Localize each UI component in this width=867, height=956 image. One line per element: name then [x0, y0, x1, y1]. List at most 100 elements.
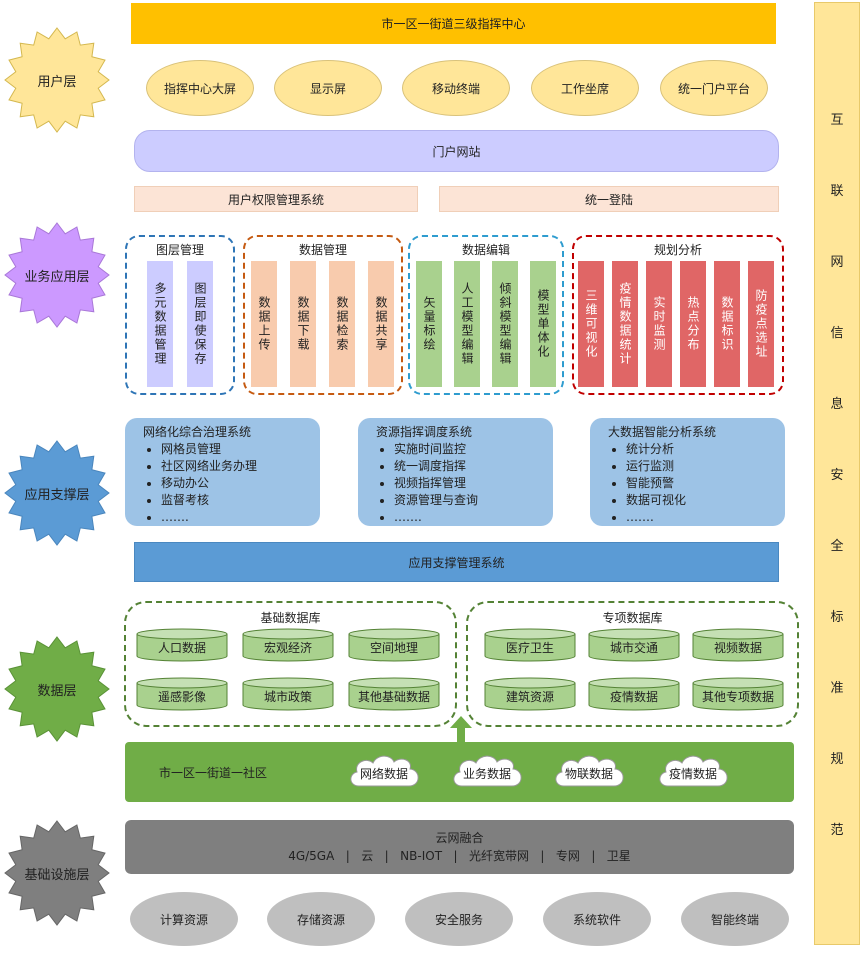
db-cylinder: 其他基础数据: [348, 677, 440, 711]
db-cylinder: 视频数据: [692, 628, 784, 662]
right-bar-char: 信: [830, 326, 844, 341]
cloud-network-data: 网络数据: [345, 752, 423, 794]
support-item: …….: [626, 509, 775, 526]
infra-title: 云网融合: [435, 831, 484, 845]
db-label: 宏观经济: [263, 641, 312, 655]
db-cylinder: 人口数据: [136, 628, 228, 662]
support-item: 数据可视化: [626, 492, 775, 509]
support-item: 网格员管理: [161, 441, 310, 458]
biz-item: 矢量标绘: [416, 261, 442, 387]
group-layer-mgmt: 图层管理 多元数据管理 图层即使保存: [125, 235, 235, 395]
support-item: 运行监测: [626, 458, 775, 475]
special-database-title: 专项数据库: [602, 611, 663, 625]
support-system-title: 资源指挥调度系统: [376, 425, 473, 439]
support-system-title: 网络化综合治理系统: [143, 425, 252, 439]
infra-layer-badge: 基础设施层: [4, 820, 110, 926]
terminal-mobile: 移动终端: [402, 60, 510, 116]
group-title: 图层管理: [155, 243, 204, 257]
db-label: 疫情数据: [609, 690, 658, 704]
right-bar-char: 全: [830, 539, 844, 554]
biz-item: 数据共享: [368, 261, 394, 387]
terminal-portal-platform: 统一门户平台: [660, 60, 768, 116]
biz-item: 热点分布: [680, 261, 706, 387]
support-item: 移动办公: [161, 475, 310, 492]
right-bar-char: 息: [830, 397, 844, 412]
group-data-mgmt: 数据管理 数据上传 数据下载 数据检索 数据共享: [243, 235, 403, 395]
resource-system-software: 系统软件: [543, 892, 651, 946]
cloud-epidemic-data: 疫情数据: [654, 752, 732, 794]
right-bar-char: 标: [830, 610, 844, 625]
db-cylinder: 疫情数据: [588, 677, 680, 711]
support-system-title: 大数据智能分析系统: [608, 425, 717, 439]
support-layer-label: 应用支撑层: [24, 487, 90, 503]
db-cylinder: 医疗卫生: [484, 628, 576, 662]
unified-login: 统一登陆: [439, 186, 779, 212]
command-center-title: 市一区一街道三级指挥中心: [131, 3, 776, 44]
user-layer-label: 用户层: [37, 74, 77, 90]
cloud-business-data: 业务数据: [448, 752, 526, 794]
business-layer-label: 业务应用层: [24, 269, 90, 285]
db-cylinder: 建筑资源: [484, 677, 576, 711]
infra-networks: 4G/5GA | 云 | NB-IOT | 光纤宽带网 | 专网 | 卫星: [288, 849, 631, 863]
biz-item: 图层即使保存: [187, 261, 213, 387]
data-layer-label: 数据层: [37, 683, 77, 699]
resource-storage: 存储资源: [267, 892, 375, 946]
support-item: …….: [394, 509, 543, 526]
support-item: 统计分析: [626, 441, 775, 458]
business-layer-badge: 业务应用层: [4, 222, 110, 328]
db-cylinder: 宏观经济: [242, 628, 334, 662]
security-standard-bar: 互 联 网 信 息 安 全 标 准 规 范: [814, 2, 860, 945]
community-label: 市一区一街道一社区: [159, 766, 268, 780]
auth-system: 用户权限管理系统: [134, 186, 418, 212]
infra-layer-label: 基础设施层: [24, 867, 90, 883]
support-item: 视频指挥管理: [394, 475, 543, 492]
portal-website: 门户网站: [134, 130, 779, 172]
special-database-group: 专项数据库: [466, 601, 799, 727]
db-label: 人口数据: [157, 641, 206, 655]
group-title: 数据编辑: [461, 243, 510, 257]
right-bar-char: 网: [830, 255, 844, 270]
biz-item: 实时监测: [646, 261, 672, 387]
biz-item: 数据下载: [290, 261, 316, 387]
support-system-bigdata: 大数据智能分析系统 统计分析 运行监测 智能预警 数据可视化 …….: [590, 418, 785, 526]
db-label: 建筑资源: [505, 690, 554, 704]
support-item: 统一调度指挥: [394, 458, 543, 475]
cloud-iot-data: 物联数据: [550, 752, 628, 794]
db-cylinder: 其他专项数据: [692, 677, 784, 711]
biz-item: 数据标识: [714, 261, 740, 387]
right-bar-char: 安: [830, 468, 844, 483]
support-item: 资源管理与查询: [394, 492, 543, 509]
group-planning-analysis: 规划分析 三维可视化 疫情数据统计 实时监测 热点分布 数据标识 防疫点选址: [572, 235, 784, 395]
db-label: 空间地理: [369, 641, 418, 655]
right-bar-char: 互: [830, 113, 844, 128]
db-label: 其他基础数据: [357, 690, 430, 704]
up-arrow-icon: [450, 716, 472, 744]
data-layer-badge: 数据层: [4, 636, 110, 742]
biz-item: 防疫点选址: [748, 261, 774, 387]
db-label: 医疗卫生: [505, 641, 554, 655]
biz-item: 模型单体化: [530, 261, 556, 387]
db-cylinder: 遥感影像: [136, 677, 228, 711]
db-label: 城市政策: [263, 690, 312, 704]
db-label: 城市交通: [609, 641, 658, 655]
biz-item: 倾斜模型编辑: [492, 261, 518, 387]
cloud-network-fusion: 云网融合 4G/5GA | 云 | NB-IOT | 光纤宽带网 | 专网 | …: [125, 820, 794, 874]
support-item: 社区网络业务办理: [161, 458, 310, 475]
group-title: 数据管理: [298, 243, 347, 257]
db-label: 视频数据: [713, 641, 762, 655]
terminal-display: 显示屏: [274, 60, 382, 116]
resource-smart-terminal: 智能终端: [681, 892, 789, 946]
right-bar-char: 规: [830, 752, 844, 767]
cloud-label: 物联数据: [564, 766, 613, 781]
cloud-label: 业务数据: [462, 766, 511, 781]
db-cylinder: 空间地理: [348, 628, 440, 662]
support-item: 实施时间监控: [394, 441, 543, 458]
db-cylinder: 城市交通: [588, 628, 680, 662]
db-label: 遥感影像: [157, 690, 206, 704]
db-label: 其他专项数据: [701, 690, 774, 704]
cloud-label: 疫情数据: [668, 766, 717, 781]
support-item: 智能预警: [626, 475, 775, 492]
support-item: …….: [161, 509, 310, 526]
support-system-grid: 网络化综合治理系统 网格员管理 社区网络业务办理 移动办公 监督考核 …….: [125, 418, 320, 526]
base-database-title: 基础数据库: [260, 611, 321, 625]
